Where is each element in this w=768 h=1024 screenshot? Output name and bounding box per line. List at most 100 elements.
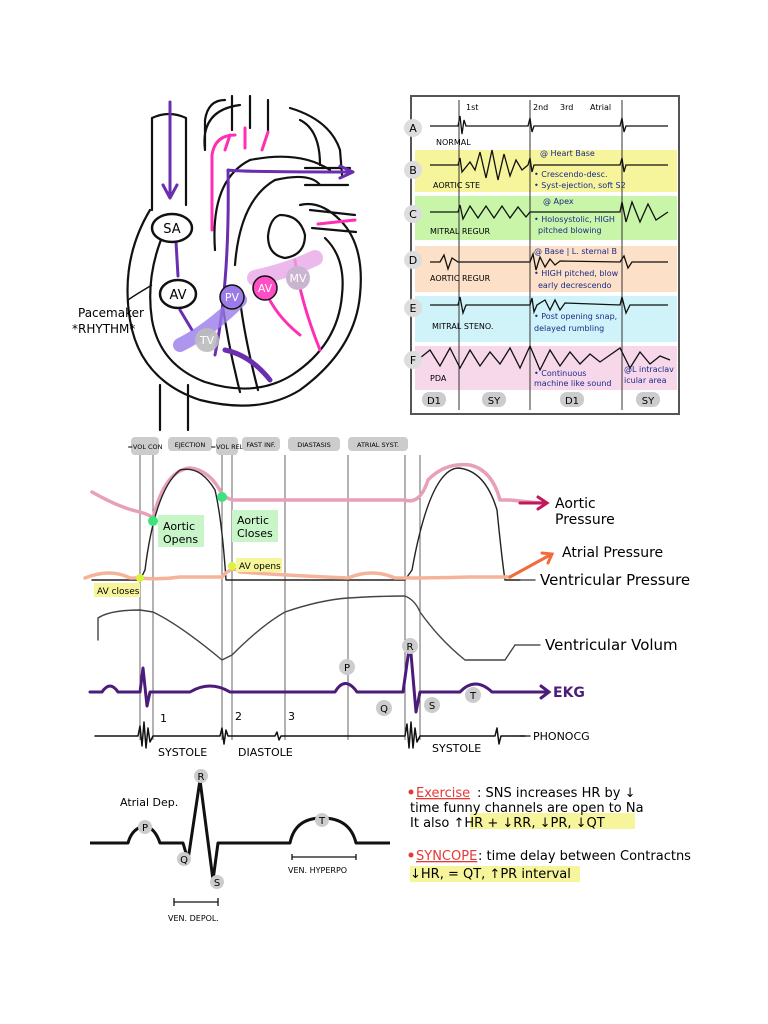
valve-events: Aortic Opens Aortic Closes AV opens AV c… [94, 492, 282, 597]
oxy-pulm-in [316, 218, 357, 226]
bottom-label-bg-4 [636, 392, 660, 407]
beat-label-3rd: 3rd [560, 103, 573, 112]
exercise-line-2: time funny channels are open to Na [410, 801, 644, 816]
bottom-label-1: D1 [427, 396, 441, 407]
exercise-title: Exercise [416, 786, 470, 801]
row-d-note-3: early decrescendo [538, 281, 612, 290]
row-e-name: MITRAL STENO. [432, 322, 493, 331]
ven-depol-label: VEN. DEPOL. [168, 914, 219, 923]
atrial-pressure-trace [83, 567, 512, 581]
av-opens-dot [228, 562, 236, 570]
deoxy-arrowhead [161, 183, 179, 200]
aortic-closes-label-2: Closes [237, 527, 273, 540]
phase-bg-1 [131, 437, 159, 455]
ekg-t-badge [465, 687, 481, 703]
ecg-q-label: Q [180, 855, 188, 866]
pacemaker-arrow [127, 284, 153, 301]
phase-bg-4 [242, 437, 280, 451]
ecg-trace [90, 778, 390, 882]
beat-label-atrial: Atrial [590, 103, 611, 112]
av-opens-bg [236, 558, 282, 572]
row-d-note-1: @ Base | L. sternal B [534, 247, 617, 256]
sa-label: SA [163, 222, 180, 237]
ecg-p-badge [138, 820, 152, 834]
av-closes-dot [136, 574, 144, 582]
notes: Exercise : SNS increases HR by ↓ time fu… [408, 786, 691, 882]
tv-valve [195, 328, 219, 352]
sa-node [150, 212, 194, 244]
row-e-letter: E [410, 302, 417, 315]
murmur-waveforms [419, 115, 671, 372]
pv-valve [219, 284, 245, 310]
pulmonary-veins [308, 208, 358, 234]
av-opens-label: AV opens [239, 562, 281, 572]
heart-flows [161, 100, 357, 383]
aorta [203, 94, 344, 177]
pacemaker-annotation: Pacemaker *RHYTHM* [72, 284, 153, 336]
rv-return [222, 347, 273, 383]
phase-5: DIASTASIS [297, 441, 331, 449]
ekg-p-label: P [344, 663, 350, 674]
row-c-note-2: • Holosystolic, HIGH [534, 215, 615, 224]
aortic-closes-label-1: Aortic [237, 514, 269, 527]
phase-6: ATRIAL SYST. [357, 441, 399, 449]
aortic-valve [252, 275, 278, 301]
row-b-name: AORTIC STE [433, 181, 480, 190]
ventricular-pressure-trace [91, 467, 521, 581]
ecg-t-label: T [318, 816, 326, 827]
cycle-systole-2: SYSTOLE [432, 742, 481, 755]
aortic-pressure-label-1: Aortic [555, 496, 596, 512]
row-a-name: NORMAL [436, 138, 471, 147]
pv-label: PV [225, 291, 240, 304]
ecg-r-badge [194, 769, 208, 783]
atrial-dep-label: Atrial Dep. [120, 796, 178, 809]
bottom-label-bg-3 [560, 392, 584, 407]
row-f-note-2: machine like sound [534, 379, 611, 388]
wave-d [430, 251, 668, 272]
row-e-note-1: • Post opening snap, [534, 312, 617, 321]
ventricular-volume-trace [97, 595, 516, 661]
row-d-badge [404, 251, 422, 269]
row-b-note-3: • Syst-ejection, soft S2 [534, 181, 626, 190]
ecg-t-badge [315, 813, 329, 827]
ekg-r-label: R [407, 642, 414, 653]
atrial-pressure-label: Atrial Pressure [562, 545, 663, 561]
row-b-badge [404, 161, 422, 179]
ekg-label: EKG [553, 685, 585, 701]
wave-e [430, 296, 668, 316]
av-to-tv [178, 308, 194, 332]
inferior-vena-cava [158, 383, 190, 432]
exercise-line-1: : SNS increases HR by ↓ [477, 786, 635, 801]
phase-2: EJECTION [175, 441, 206, 449]
oxy-arch [223, 126, 270, 152]
mitral-valve [286, 266, 310, 290]
phonocg-label: PHONOCG [533, 730, 590, 743]
aortic-arrowhead [536, 495, 550, 511]
beat-label-1st: 1st [466, 103, 478, 112]
exercise-hl [470, 813, 635, 829]
ventricular-volume-label: Ventricular Volum [545, 636, 678, 654]
ekg-r-badge [402, 638, 418, 654]
bottom-label-2: SY [488, 396, 501, 407]
bottom-label-3: D1 [565, 396, 579, 407]
ecg-r-label: R [198, 772, 205, 783]
ekg-s-label: S [429, 701, 435, 712]
left-atrium [266, 213, 307, 260]
beat-label-2nd: 2nd [533, 103, 548, 112]
ekg-t-label: T [469, 691, 477, 702]
cycle-systole-1: SYSTOLE [158, 746, 207, 759]
aortic-opens-bg [158, 515, 204, 547]
ekg-s-badge [424, 697, 440, 713]
row-f-name: PDA [430, 374, 447, 383]
atrial-arrow [508, 553, 552, 579]
row-f-badge [404, 351, 422, 369]
row-f-note-1: • Continuous [534, 369, 586, 378]
sound-1: 1 [160, 712, 167, 725]
murmur-panel: 1st 2nd 3rd Atrial A NORMAL B AORTIC STE… [404, 95, 680, 415]
row-b-note-2: • Crescendo-desc. [534, 170, 608, 179]
phase-3: =VOL REL [211, 443, 244, 451]
ekg-q-label: Q [380, 704, 388, 715]
aortic-opens-label-2: Opens [163, 533, 198, 546]
row-c-badge [404, 205, 422, 223]
